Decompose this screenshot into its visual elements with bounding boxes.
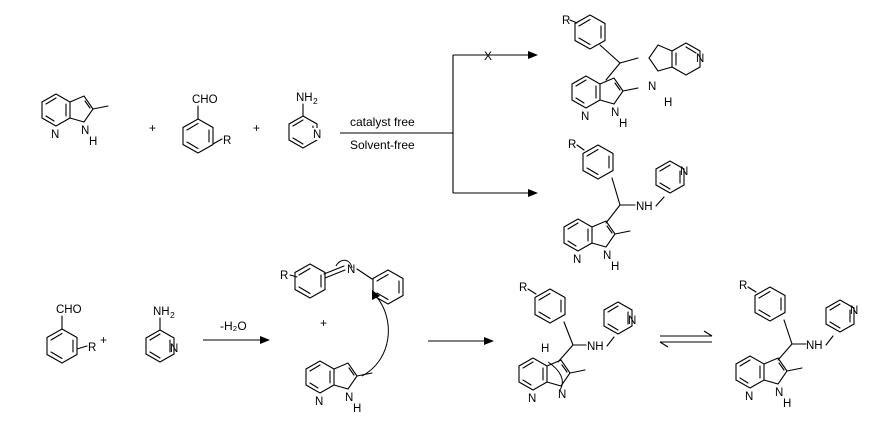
arrow-head-icon: [528, 189, 538, 197]
electron-arrow-icon: [361, 295, 389, 377]
atom-label: R: [519, 282, 527, 294]
aminopyridine-bottom: NH 2 N: [145, 306, 178, 363]
condition-text: catalyst free: [350, 115, 415, 129]
atom-label: H: [89, 136, 97, 148]
plus-sign: +: [320, 316, 327, 330]
arrow-head-icon: [260, 336, 270, 344]
aminomethyl-azaindole-product-top: R NH N N N H: [563, 139, 688, 273]
electron-arrow-icon: [547, 361, 563, 391]
atom-label: N: [558, 389, 566, 401]
atom-label: H: [619, 118, 627, 130]
azaindole-nucleophile: N N H: [305, 360, 373, 415]
atom-label: R: [562, 15, 570, 27]
atom-label: CHO: [56, 304, 82, 316]
atom-label: 2: [170, 310, 175, 320]
atom-label: H: [783, 398, 791, 410]
benzaldehyde-bottom: CHO R: [46, 304, 96, 364]
atom-label: N: [313, 129, 321, 141]
imine-intermediate: R N: [280, 259, 404, 305]
reaction-arrow-dehydration: -H₂O: [203, 319, 270, 344]
arrow-head-icon: [528, 51, 538, 59]
atom-label: N: [170, 343, 178, 355]
atom-label: N: [611, 107, 619, 119]
blocked-path-mark: X: [484, 49, 492, 63]
atom-label: R: [280, 270, 288, 282]
atom-label: N: [81, 125, 89, 137]
atom-label: NH: [636, 201, 653, 213]
aminomethyl-azaindole-product-final: R NH N N N H: [735, 280, 858, 410]
atom-label: R: [223, 135, 231, 147]
atom-label: NH: [296, 92, 313, 104]
atom-label: NH: [587, 341, 604, 353]
atom-label: N: [628, 315, 636, 327]
atom-label: H: [664, 97, 672, 109]
bis-azaindolyl-product: R N N H N N H: [562, 14, 704, 130]
aminopyridine-top: NH 2 N: [288, 92, 323, 149]
atom-label: N: [648, 81, 656, 93]
atom-label: 2: [313, 96, 318, 106]
azaindole-reactant-top: N N H: [41, 93, 109, 148]
atom-label: N: [581, 111, 589, 123]
plus-sign: +: [149, 121, 156, 135]
equilibrium-arrow: [659, 330, 713, 348]
addition-intermediate: R NH N N N H: [518, 282, 636, 405]
atom-label: N: [680, 166, 688, 178]
atom-label: N: [51, 129, 59, 141]
atom-label: NH: [806, 340, 823, 352]
reaction-arrow-addition: [428, 337, 494, 345]
atom-label: NH: [153, 306, 170, 318]
reaction-arrow-top: catalyst free Solvent-free X: [340, 49, 538, 197]
electron-arrow-icon: [335, 259, 353, 269]
benzaldehyde-top: CHO R: [182, 94, 231, 154]
atom-label: N: [745, 391, 753, 403]
atom-label: N: [528, 393, 536, 405]
arrow-head-icon: [484, 337, 494, 345]
atom-label: H: [541, 343, 549, 355]
atom-label: R: [88, 342, 96, 354]
atom-label: R: [739, 280, 747, 292]
plus-sign: +: [100, 333, 107, 347]
atom-label: H: [611, 261, 619, 273]
plus-sign: +: [253, 121, 260, 135]
atom-label: N: [347, 264, 355, 276]
atom-label: N: [696, 53, 704, 65]
atom-label: N: [345, 392, 353, 404]
atom-label: R: [568, 139, 576, 151]
condition-text: -H₂O: [220, 319, 247, 333]
atom-label: CHO: [192, 94, 218, 106]
arrow-head-icon: [372, 290, 380, 300]
atom-label: H: [353, 403, 361, 415]
atom-label: N: [603, 250, 611, 262]
atom-label: N: [315, 396, 323, 408]
atom-label: N: [573, 254, 581, 266]
atom-label: N: [850, 305, 858, 317]
condition-text: Solvent-free: [350, 138, 415, 152]
atom-label: N: [775, 387, 783, 399]
